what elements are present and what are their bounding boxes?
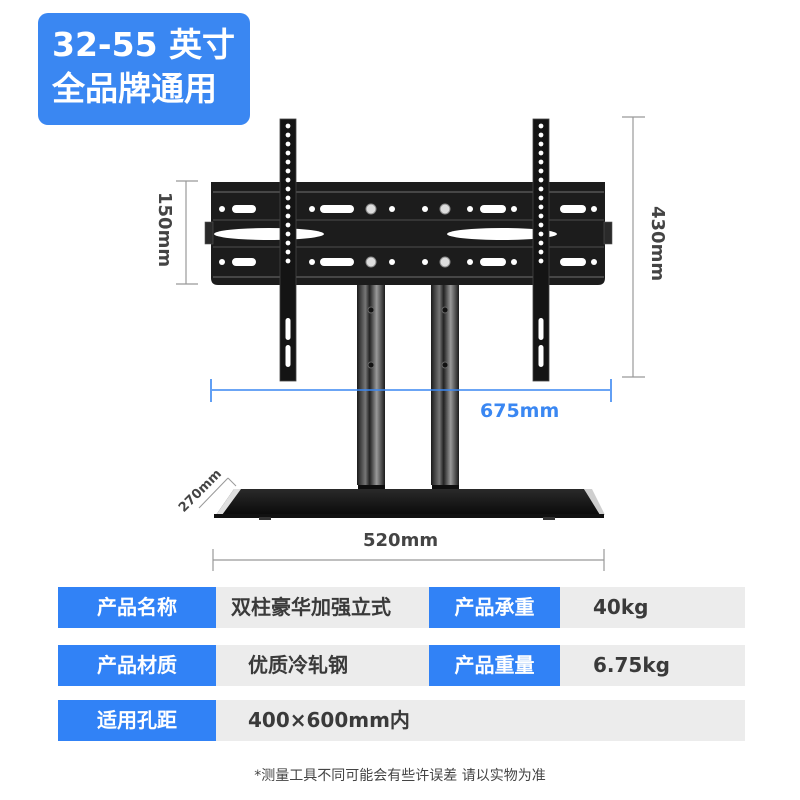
dim-line-430: [622, 116, 645, 378]
size-range-text: 32-55 英寸: [52, 25, 236, 64]
compatibility-text: 全品牌通用: [52, 69, 217, 108]
dim-label-675: 675mm: [480, 400, 560, 422]
dim-line-150: [176, 180, 198, 285]
spec-label-name: 产品名称: [58, 587, 216, 628]
measurement-disclaimer: *测量工具不同可能会有些许误差 请以实物为准: [254, 768, 546, 784]
dim-label-430: 430mm: [647, 206, 668, 282]
spec-value-vesa: 400×600mm内: [248, 708, 410, 732]
spec-row: 产品名称 双柱豪华加强立式 产品承重 40kg: [58, 587, 745, 628]
dim-line-270: [198, 477, 237, 509]
spec-row: 适用孔距 400×600mm内: [58, 700, 745, 741]
spec-value-load: 40kg: [593, 595, 649, 619]
spec-row: 产品材质 优质冷轧钢 产品重量 6.75kg: [58, 645, 745, 686]
dim-label-520: 520mm: [363, 530, 439, 551]
spec-label-load: 产品承重: [429, 587, 560, 628]
dim-line-675: [210, 379, 612, 402]
product-illustration: 150mm 430mm 675mm 520mm 270mm: [154, 116, 668, 571]
spec-label-vesa: 适用孔距: [58, 700, 216, 741]
spec-value-weight: 6.75kg: [593, 653, 670, 677]
spec-value-material: 优质冷轧钢: [248, 653, 348, 677]
spec-value-name: 双柱豪华加强立式: [231, 595, 391, 619]
dim-line-520: [212, 549, 605, 571]
dim-label-150: 150mm: [154, 192, 175, 268]
tv-stand-drawing: [176, 116, 645, 571]
spec-label-material: 产品材质: [58, 645, 216, 686]
size-badge: 32-55 英寸 全品牌通用: [38, 13, 250, 125]
spec-label-weight: 产品重量: [429, 645, 560, 686]
